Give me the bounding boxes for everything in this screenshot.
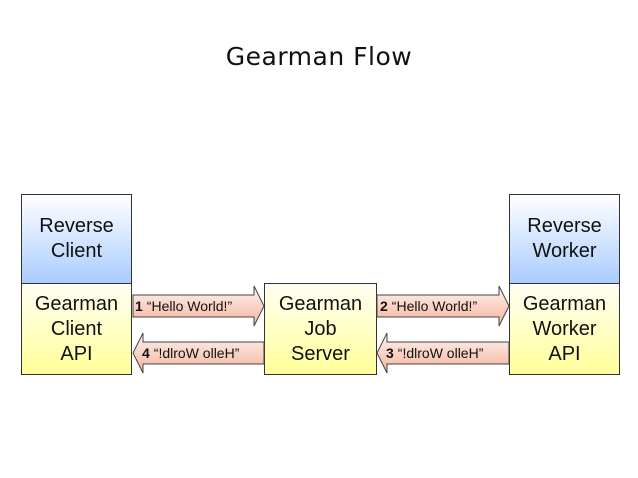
arrow-2-text: “Hello World!” <box>391 298 478 314</box>
gearman-job-server-box: Gearman Job Server <box>264 283 377 375</box>
reverse-client-box: Reverse Client <box>21 194 132 284</box>
diagram-title: Gearman Flow <box>225 42 413 71</box>
job-server-line3: Server <box>291 342 350 365</box>
arrow-3-number: 3 <box>386 345 394 361</box>
arrow-3-text: “!dlroW olleH” <box>397 345 484 361</box>
reverse-worker-line2: Worker <box>532 240 597 262</box>
arrow-2-label: 2“Hello World!” <box>380 297 477 315</box>
job-server-line2: Job <box>304 317 337 340</box>
client-api-line1: Gearman <box>34 292 119 315</box>
arrow-3-label: 3“!dlroW olleH” <box>386 344 483 362</box>
job-server-line1: Gearman <box>278 292 363 315</box>
worker-api-line2: Worker <box>532 317 597 340</box>
arrow-3-left <box>376 332 510 374</box>
gearman-client-api-box: Gearman Client API <box>21 283 132 375</box>
arrow-2-number: 2 <box>380 298 388 314</box>
arrow-2-right <box>376 285 510 327</box>
reverse-worker-line1: Reverse <box>527 215 602 237</box>
reverse-worker-box: Reverse Worker <box>509 194 620 284</box>
arrow-1-number: 1 <box>135 298 143 314</box>
client-api-line3: API <box>60 342 93 365</box>
arrow-4-text: “!dlroW olleH” <box>153 345 240 361</box>
arrow-1-text: “Hello World!” <box>146 298 233 314</box>
worker-api-line1: Gearman <box>522 292 607 315</box>
client-api-line2: Client <box>50 317 103 340</box>
arrow-1-right <box>132 285 265 327</box>
gearman-worker-api-box: Gearman Worker API <box>509 283 620 375</box>
arrow-1-label: 1“Hello World!” <box>135 297 232 315</box>
reverse-client-line2: Client <box>50 240 103 262</box>
reverse-client-line1: Reverse <box>39 215 114 237</box>
worker-api-line3: API <box>548 342 581 365</box>
arrow-4-number: 4 <box>142 345 150 361</box>
arrow-4-left <box>132 332 265 374</box>
arrow-4-label: 4“!dlroW olleH” <box>142 344 239 362</box>
